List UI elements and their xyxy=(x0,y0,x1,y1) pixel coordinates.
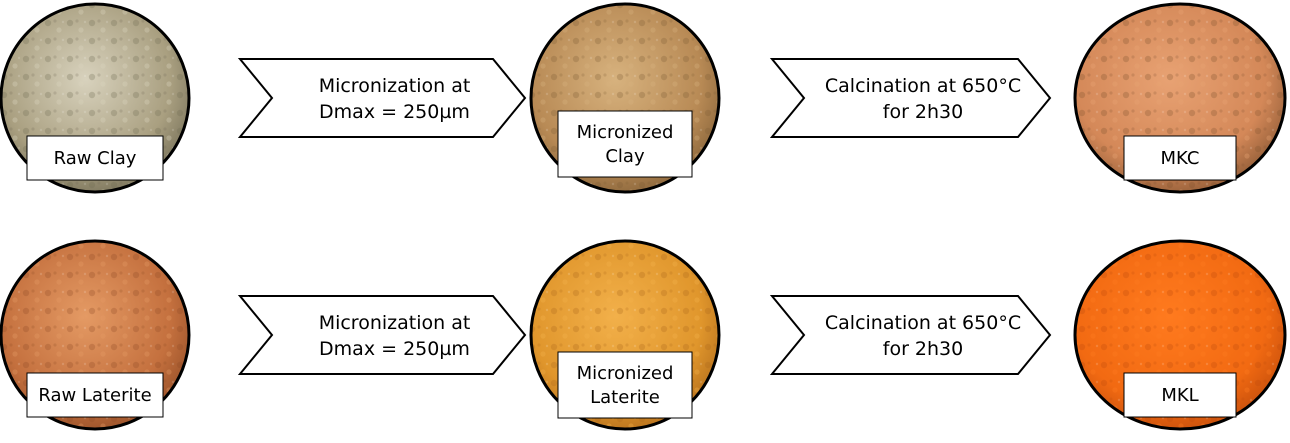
laterite-stage-3-photo: MKL xyxy=(1075,241,1285,429)
clay-stage-1-label: Raw Clay xyxy=(27,136,163,180)
stage-label-line: Micronized xyxy=(577,122,674,143)
arrow-text-line: Calcination at 650°C xyxy=(825,312,1021,334)
arrow-text-line: for 2h30 xyxy=(883,338,963,360)
stage-label-line: MKL xyxy=(1161,385,1198,406)
laterite-process-arrow-1: Micronization at Dmax = 250µm xyxy=(240,296,525,374)
stage-label-line: Laterite xyxy=(590,387,660,408)
arrow-text-line: Calcination at 650°C xyxy=(825,75,1021,97)
stage-label-line: Micronized xyxy=(577,363,674,384)
stage-label-line: Raw Laterite xyxy=(38,385,151,406)
laterite-stage-1-photo: Raw Laterite xyxy=(1,241,189,429)
clay-process-arrow-2: Calcination at 650°C for 2h30 xyxy=(772,59,1050,137)
clay-stage-3-label: MKC xyxy=(1124,136,1236,180)
arrow-text-line: Dmax = 250µm xyxy=(319,101,470,123)
clay-stage-1-photo: Raw Clay xyxy=(1,4,189,192)
stage-label-line: MKC xyxy=(1161,148,1200,169)
laterite-process-arrow-2: Calcination at 650°C for 2h30 xyxy=(772,296,1050,374)
laterite-stage-3-label: MKL xyxy=(1124,373,1236,417)
arrow-text-line: Micronization at xyxy=(319,312,471,334)
arrow-text-line: for 2h30 xyxy=(883,101,963,123)
stage-label-line: Raw Clay xyxy=(54,148,137,169)
stage-label-line: Clay xyxy=(605,146,645,167)
laterite-stage-1-label: Raw Laterite xyxy=(27,373,163,417)
clay-process-arrow-1: Micronization at Dmax = 250µm xyxy=(240,59,525,137)
clay-stage-3-photo: MKC xyxy=(1075,4,1285,192)
arrow-text-line: Micronization at xyxy=(319,75,471,97)
arrow-text-line: Dmax = 250µm xyxy=(319,338,470,360)
